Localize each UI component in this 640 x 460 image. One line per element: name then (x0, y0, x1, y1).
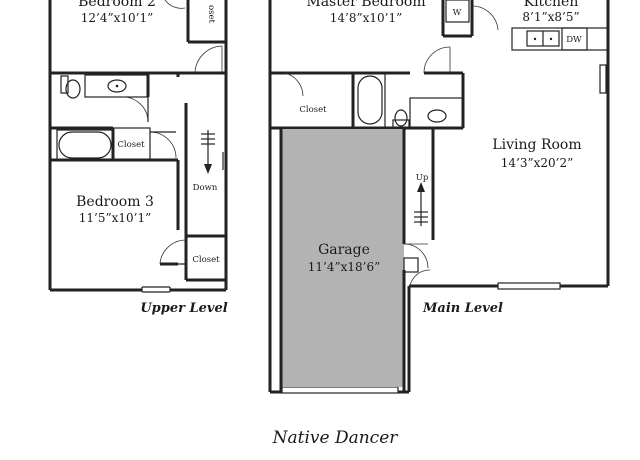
bedroom3-name: Bedroom 3 (76, 194, 154, 210)
upper-stairs-label: Down (193, 183, 218, 193)
garage-name: Garage (318, 242, 370, 258)
main-stairs-label: Up (416, 173, 429, 183)
kitchen-name: Kitchen (524, 0, 579, 10)
living-room-dims: 14’3”x20’2” (501, 156, 573, 170)
master-bedroom-dims: 14’8”x10’1” (330, 11, 402, 25)
living-room-name: Living Room (492, 137, 581, 153)
garage-area (281, 129, 404, 387)
master-bedroom-name: Master Bedroom (306, 0, 425, 10)
upper-closet-top-label: oset (206, 5, 216, 24)
main-closet-label: Closet (299, 105, 327, 115)
plan-title: Native Dancer (272, 428, 399, 448)
garage-dims: 11’4”x18’6” (308, 260, 380, 274)
bedroom2-dims: 12’4”x10’1” (81, 11, 153, 25)
main-level-label: Main Level (422, 301, 503, 316)
bedroom3-dims: 11’5”x10’1” (79, 211, 151, 225)
upper-level-plan (48, 0, 228, 293)
upper-closet-mid-label: Closet (117, 140, 145, 150)
washer-label: W (453, 8, 462, 18)
dishwasher-label: DW (566, 35, 582, 45)
kitchen-dims: 8’1”x8’5” (522, 10, 579, 24)
main-level-plan (268, 0, 610, 394)
upper-closet-bottom-label: Closet (192, 255, 220, 265)
bedroom2-name: Bedroom 2 (78, 0, 156, 10)
upper-level-label: Upper Level (140, 301, 227, 316)
